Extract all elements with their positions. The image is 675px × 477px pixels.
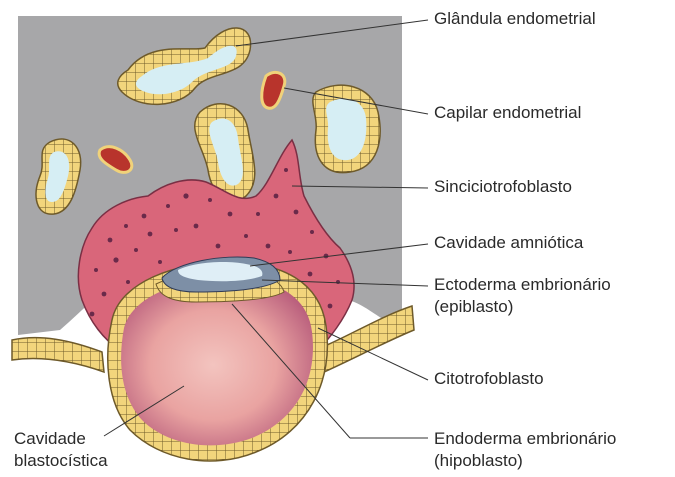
label-ectoderma-embrionario: Ectoderma embrionário (epiblasto) <box>434 274 611 318</box>
label-capilar-endometrial: Capilar endometrial <box>434 102 581 124</box>
label-sinciciotrofoblasto: Sinciciotrofoblasto <box>434 176 572 198</box>
label-citotrofoblasto: Citotrofoblasto <box>434 368 544 390</box>
label-cavidade-blastocistica: Cavidade blastocística <box>14 428 108 472</box>
label-glandula-endometrial: Glândula endometrial <box>434 8 596 30</box>
uterine-epithelium-left <box>12 338 104 372</box>
label-cavidade-amniotica: Cavidade amniótica <box>434 232 583 254</box>
gland-lumen <box>326 99 366 161</box>
label-endoderma-embrionario: Endoderma embrionário (hipoblasto) <box>434 428 616 472</box>
